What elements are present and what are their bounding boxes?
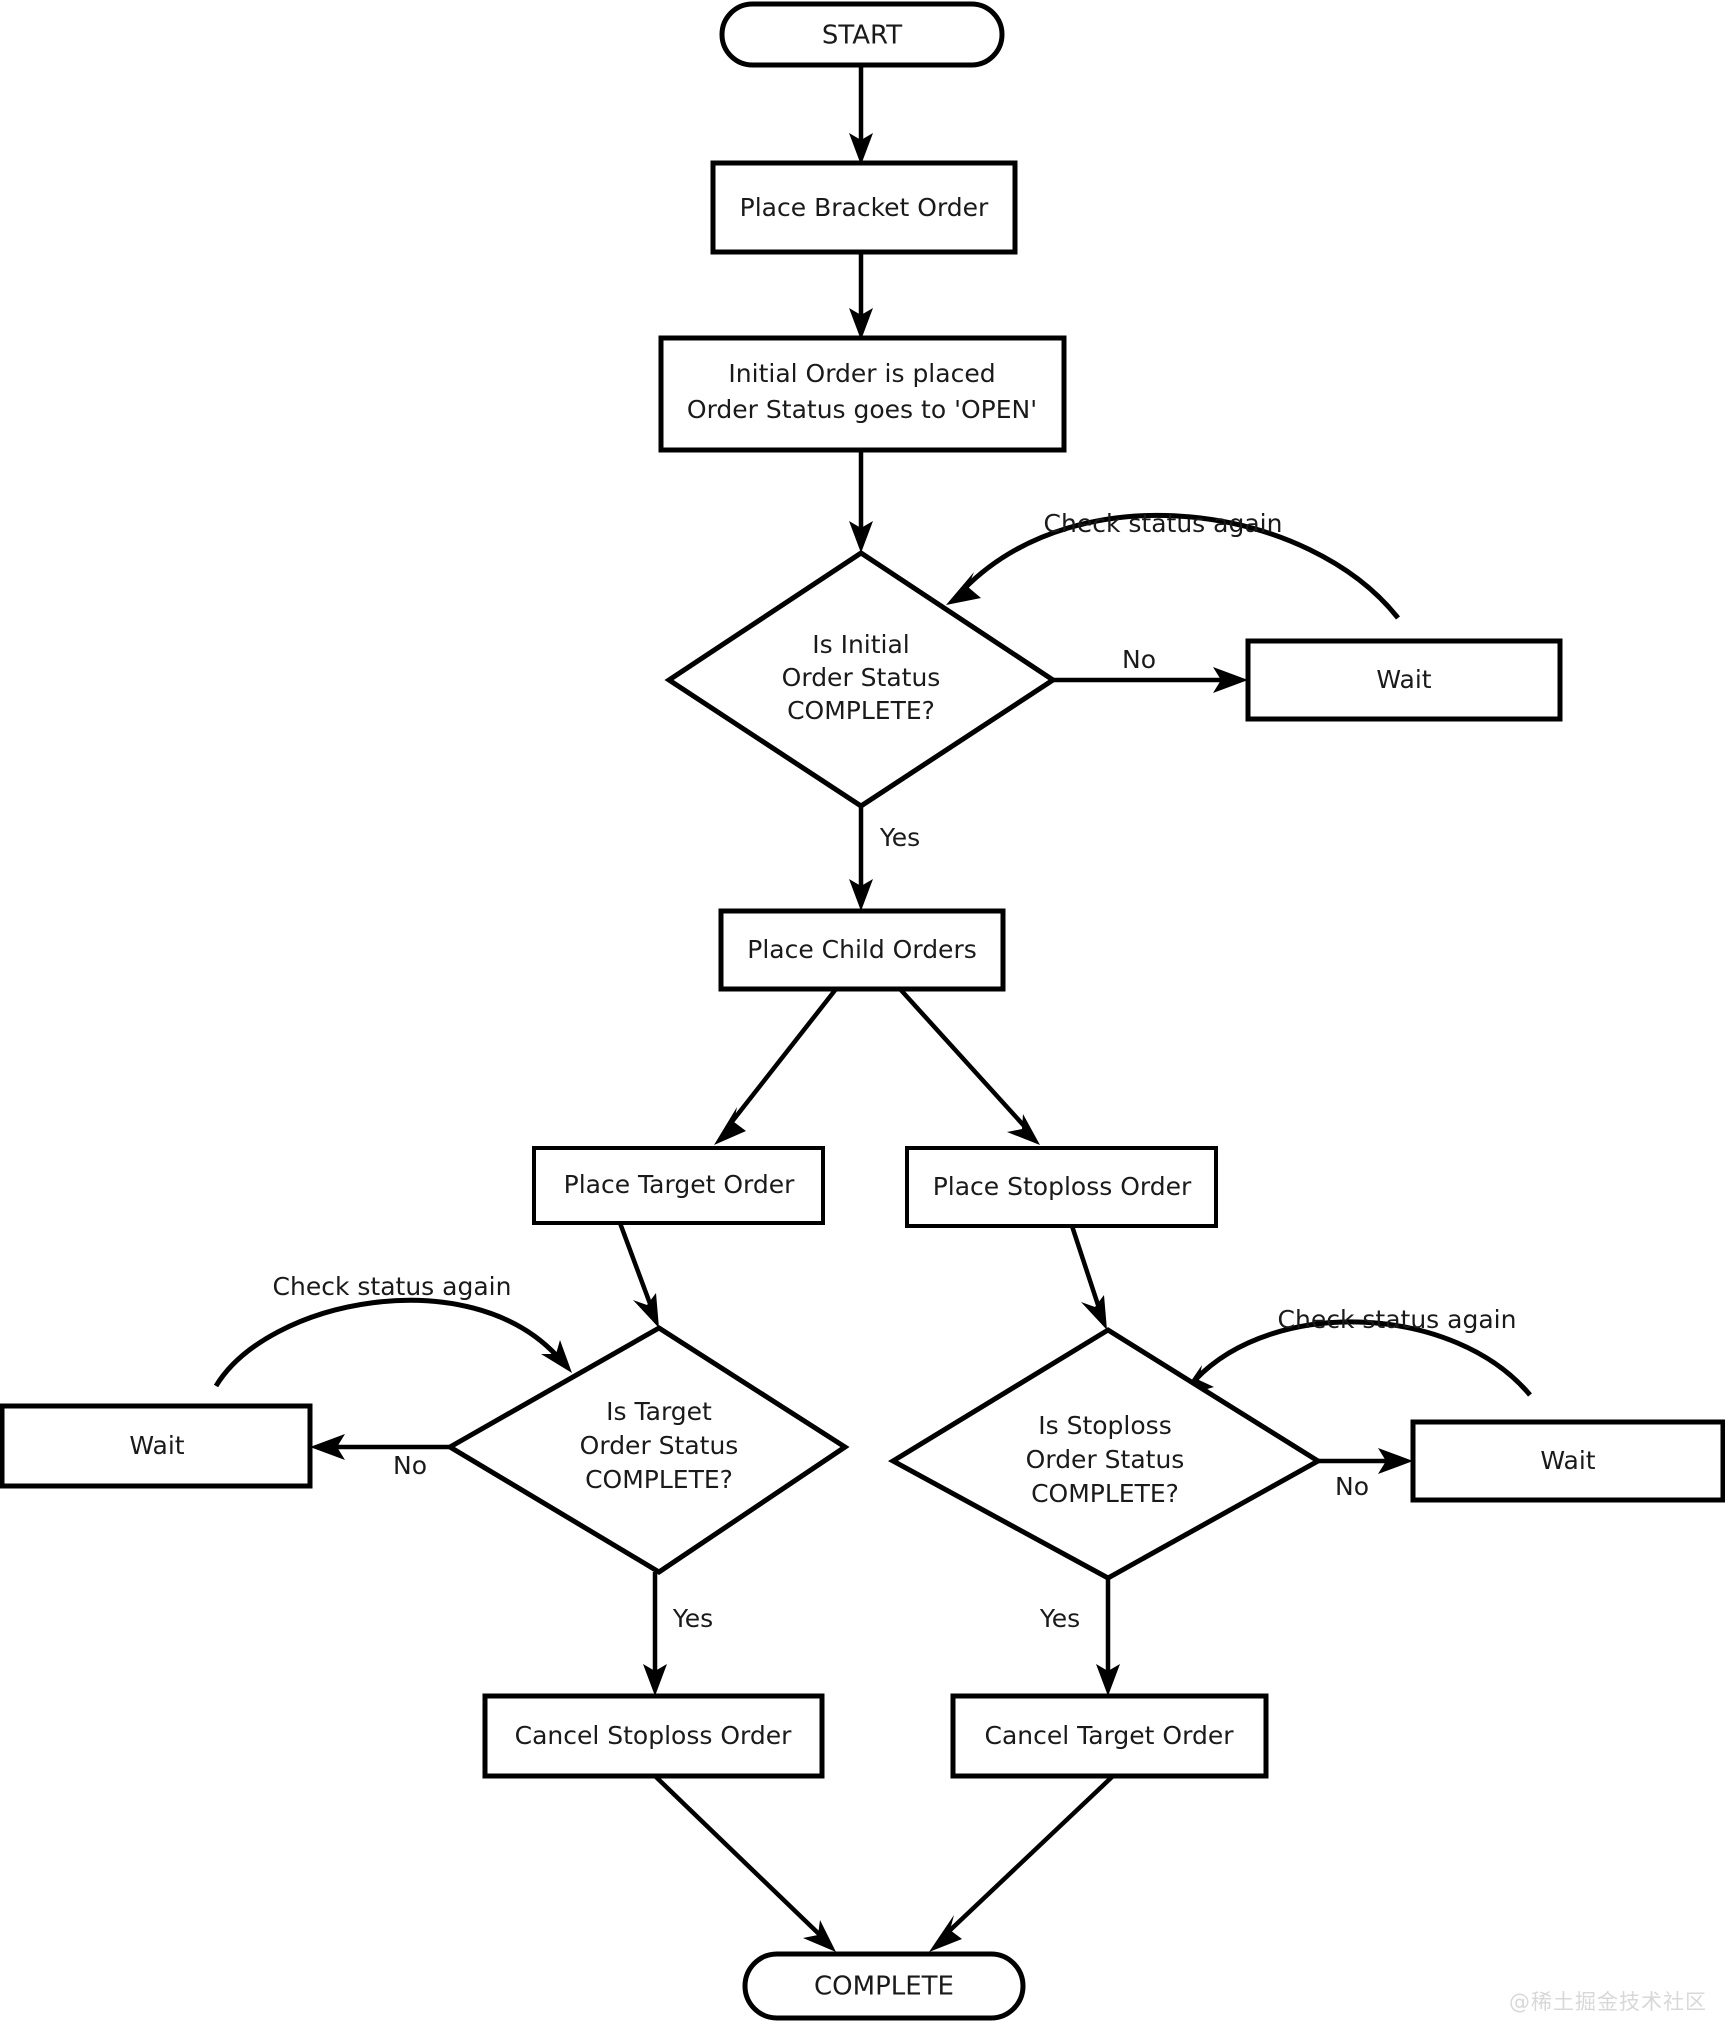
node-place-bracket-order-label: Place Bracket Order [740, 193, 989, 222]
node-wait-target-label: Wait [129, 1431, 184, 1460]
node-place-child-orders[interactable]: Place Child Orders [718, 908, 1006, 992]
edge-decision-target-no-to-wait [310, 1434, 450, 1460]
edge-decision-initial-no-to-wait [1053, 667, 1248, 693]
node-decision-is-stoploss-complete-label-line3: COMPLETE? [1031, 1479, 1179, 1508]
node-initial-order-placed-label-line1: Initial Order is placed [728, 359, 995, 388]
node-wait-initial-label: Wait [1376, 665, 1431, 694]
node-place-target-order[interactable]: Place Target Order [532, 1146, 825, 1225]
node-start-label: START [822, 21, 902, 51]
node-place-stoploss-order-label: Place Stoploss Order [933, 1172, 1192, 1201]
edge-wait-target-recheck-curve [213, 1297, 572, 1388]
edge-label-target-recheck: Check status again [273, 1272, 512, 1301]
node-decision-is-stoploss-complete-label-line2: Order Status [1026, 1445, 1185, 1474]
edge-place-child-to-place-target [714, 987, 838, 1145]
edge-cancel-target-to-complete [929, 1774, 1115, 1952]
node-decision-is-target-complete-label-line3: COMPLETE? [585, 1465, 733, 1494]
edge-place-child-to-place-stoploss [898, 987, 1040, 1145]
edge-place-target-to-decision-target [617, 1222, 659, 1328]
node-decision-is-initial-complete[interactable]: Is Initial Order Status COMPLETE? [664, 550, 1058, 809]
node-decision-is-target-complete-label-line1: Is Target [606, 1397, 712, 1426]
node-place-stoploss-order[interactable]: Place Stoploss Order [905, 1146, 1218, 1228]
node-decision-is-target-complete[interactable]: Is Target Order Status COMPLETE? [445, 1325, 850, 1575]
node-wait-initial[interactable]: Wait [1245, 638, 1563, 722]
edge-start-to-place-bracket-order [849, 65, 873, 165]
edge-label-stoploss-no: No [1335, 1472, 1369, 1501]
node-cancel-target-order[interactable]: Cancel Target Order [950, 1693, 1269, 1779]
node-complete[interactable]: COMPLETE [742, 1951, 1026, 2021]
node-wait-target[interactable]: Wait [0, 1403, 313, 1489]
edge-decision-initial-yes-to-place-child [849, 806, 873, 911]
node-initial-order-placed-label-line2: Order Status goes to 'OPEN' [687, 395, 1037, 424]
node-place-bracket-order[interactable]: Place Bracket Order [710, 160, 1018, 255]
edge-initial-order-to-decision-initial [849, 450, 873, 553]
node-decision-is-initial-complete-label-line3: COMPLETE? [787, 696, 935, 725]
edge-label-initial-recheck: Check status again [1044, 509, 1283, 538]
node-start[interactable]: START [719, 1, 1005, 68]
edge-decision-stoploss-no-to-wait [1318, 1448, 1413, 1474]
edge-label-target-yes: Yes [672, 1604, 713, 1633]
node-wait-stoploss[interactable]: Wait [1410, 1419, 1725, 1503]
watermark-text: @稀土掘金技术社区 [1509, 1990, 1707, 2014]
edge-place-stoploss-to-decision-stoploss [1069, 1225, 1107, 1330]
edge-place-bracket-to-initial-order [849, 252, 873, 340]
node-complete-label: COMPLETE [814, 1972, 954, 2002]
edge-label-initial-yes: Yes [879, 823, 920, 852]
edge-label-initial-no: No [1122, 645, 1156, 674]
node-place-target-order-label: Place Target Order [564, 1170, 795, 1199]
node-decision-is-target-complete-label-line2: Order Status [580, 1431, 739, 1460]
edge-decision-stoploss-yes-to-cancel-target [1096, 1578, 1120, 1696]
node-decision-is-initial-complete-label-line1: Is Initial [812, 630, 910, 659]
edge-label-stoploss-yes: Yes [1039, 1604, 1080, 1633]
edge-label-stoploss-recheck: Check status again [1278, 1305, 1517, 1334]
edge-decision-target-yes-to-cancel-stoploss [643, 1572, 667, 1696]
node-initial-order-placed[interactable]: Initial Order is placed Order Status goe… [658, 335, 1067, 453]
node-place-child-orders-label: Place Child Orders [747, 935, 977, 964]
node-decision-is-stoploss-complete-label-line1: Is Stoploss [1038, 1411, 1171, 1440]
node-cancel-stoploss-order-label: Cancel Stoploss Order [515, 1721, 792, 1750]
edge-wait-initial-recheck-curve [946, 512, 1400, 620]
node-wait-stoploss-label: Wait [1540, 1446, 1595, 1475]
edge-cancel-stoploss-to-complete [653, 1774, 836, 1952]
node-decision-is-stoploss-complete[interactable]: Is Stoploss Order Status COMPLETE? [887, 1327, 1323, 1581]
node-cancel-stoploss-order[interactable]: Cancel Stoploss Order [482, 1693, 825, 1779]
node-cancel-target-order-label: Cancel Target Order [985, 1721, 1235, 1750]
edge-label-target-no: No [393, 1451, 427, 1480]
node-decision-is-initial-complete-label-line2: Order Status [782, 663, 941, 692]
